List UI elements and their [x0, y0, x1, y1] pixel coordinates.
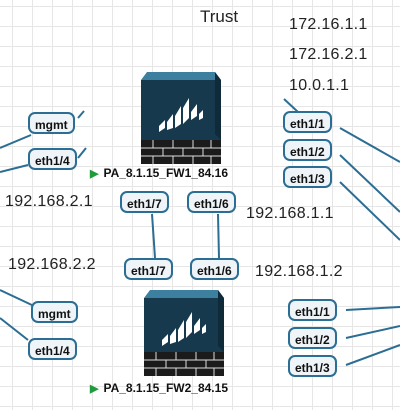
firewall-2-name[interactable]: ▶PA_8.1.15_FW2_84.15	[90, 381, 228, 395]
link-fw2-eth1-1	[345, 306, 400, 311]
firewall-1-name[interactable]: ▶PA_8.1.15_FW1_84.16	[90, 166, 228, 180]
zone-label-trust: Trust	[200, 7, 239, 26]
firewall-device-1[interactable]	[141, 72, 221, 169]
port-fw1-eth1-7[interactable]: eth1/7	[120, 191, 169, 213]
link-fw1-mgmt-stub	[77, 110, 85, 119]
link-fw2-mgmt	[0, 289, 35, 307]
port-fw2-eth1-4[interactable]: eth1/4	[28, 338, 77, 360]
port-fw2-eth1-3[interactable]: eth1/3	[288, 355, 337, 377]
port-fw2-eth1-6[interactable]: eth1/6	[190, 258, 239, 280]
link-fw1-eth1-1-stub	[283, 98, 299, 113]
status-play-icon: ▶	[90, 383, 99, 395]
ip-label: 192.168.2.2	[8, 256, 96, 273]
link-fw2-eth1-2	[345, 325, 400, 339]
port-fw1-eth1-3[interactable]: eth1/3	[283, 166, 332, 188]
link-fw1-eth1-4-stub	[77, 147, 87, 159]
port-fw2-mgmt[interactable]: mgmt	[31, 301, 78, 323]
link-fw1-eth1-3	[339, 181, 400, 241]
firewall-device-2[interactable]	[144, 290, 224, 381]
ip-label: 192.168.2.1	[5, 193, 93, 210]
port-fw1-eth1-1[interactable]: eth1/1	[283, 111, 332, 133]
link-eth1-6	[217, 213, 220, 259]
ip-label: 172.16.1.1	[289, 16, 368, 33]
port-fw2-eth1-2[interactable]: eth1/2	[288, 327, 337, 349]
link-fw1-eth1-2	[339, 154, 400, 213]
port-fw2-eth1-1[interactable]: eth1/1	[288, 299, 337, 321]
link-fw1-mgmt	[0, 134, 32, 149]
link-fw2-eth1-3	[345, 344, 400, 366]
port-fw1-eth1-4[interactable]: eth1/4	[28, 148, 77, 170]
ip-label: 172.16.2.1	[289, 46, 368, 63]
firewall-icon	[144, 290, 224, 376]
ip-label: 192.168.1.1	[246, 205, 334, 222]
port-fw2-eth1-7[interactable]: eth1/7	[124, 258, 173, 280]
status-play-icon: ▶	[90, 168, 99, 180]
port-fw1-mgmt[interactable]: mgmt	[28, 112, 75, 134]
ip-label: 192.168.1.2	[255, 263, 343, 280]
link-fw1-eth1-1	[339, 127, 400, 163]
firewall-icon	[141, 72, 221, 164]
port-fw1-eth1-6[interactable]: eth1/6	[187, 191, 236, 213]
link-fw2-eth1-4	[0, 317, 29, 341]
port-fw1-eth1-2[interactable]: eth1/2	[283, 139, 332, 161]
link-eth1-7	[151, 213, 156, 259]
link-fw1-eth1-4	[0, 164, 29, 173]
ip-label: 10.0.1.1	[289, 77, 350, 94]
